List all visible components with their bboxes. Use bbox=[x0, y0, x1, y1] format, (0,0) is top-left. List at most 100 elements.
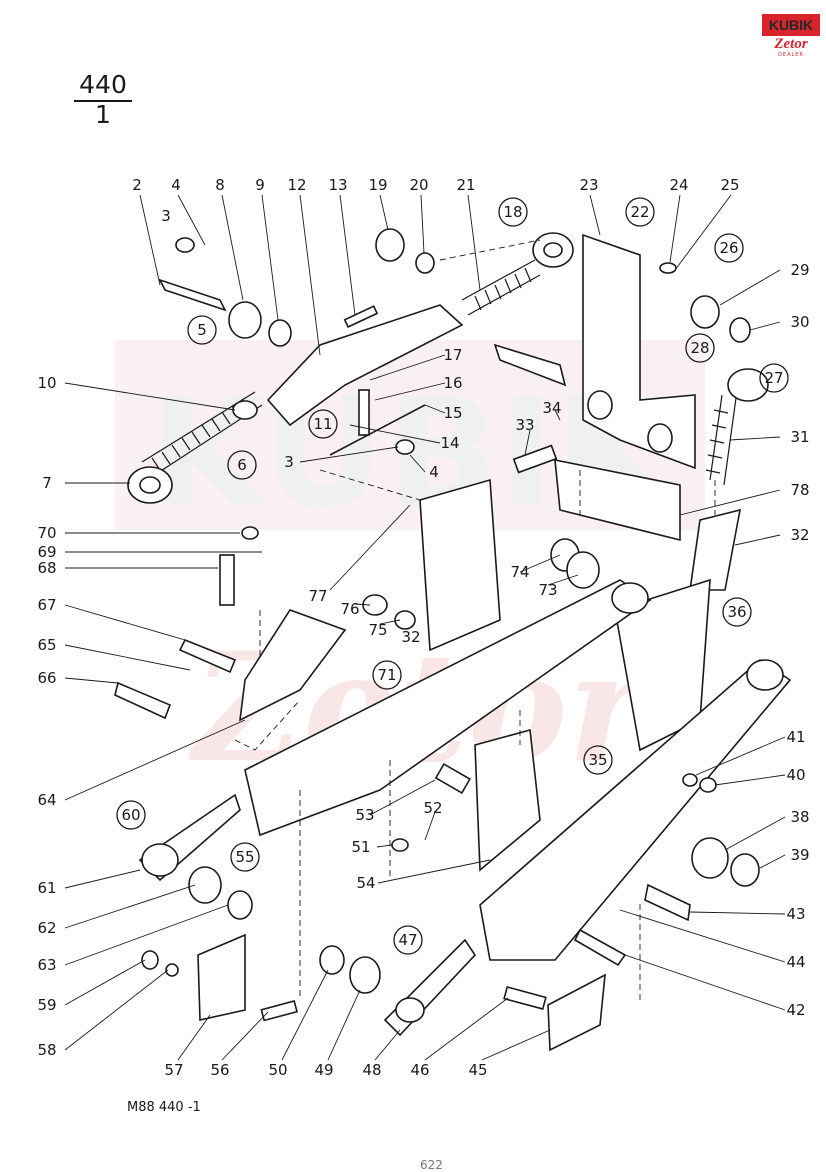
part-label: 33 bbox=[515, 416, 534, 434]
pin-67 bbox=[178, 638, 237, 674]
part-label: 4 bbox=[171, 176, 181, 194]
threaded-rod-right bbox=[461, 259, 541, 316]
label-circle bbox=[759, 363, 789, 393]
bracket-23 bbox=[493, 233, 769, 542]
bracket-64 bbox=[239, 609, 347, 722]
label-circle bbox=[722, 597, 752, 627]
left-lower-link bbox=[114, 478, 652, 1022]
rod-32 bbox=[689, 508, 742, 591]
drawing-code: M88 440 -1 bbox=[127, 1100, 201, 1115]
part-label: 24 bbox=[669, 176, 688, 194]
part-label: 34 bbox=[542, 399, 561, 417]
part-label: 16 bbox=[443, 374, 462, 392]
part-label: 78 bbox=[790, 481, 809, 499]
washer-58 bbox=[165, 963, 179, 977]
top-link-tube bbox=[266, 304, 464, 427]
label-circle bbox=[685, 333, 715, 363]
label-circle bbox=[393, 925, 423, 955]
circled-label-text: 18 bbox=[503, 203, 522, 221]
part-label: 57 bbox=[164, 1061, 183, 1079]
part-label: 31 bbox=[790, 428, 809, 446]
circled-label-text: 36 bbox=[727, 603, 746, 621]
part-label: 53 bbox=[355, 806, 374, 824]
spring-53 bbox=[434, 762, 471, 795]
ring-9 bbox=[268, 319, 292, 347]
part-label: 7 bbox=[42, 474, 52, 492]
link-35 bbox=[479, 658, 792, 961]
label-circle bbox=[227, 450, 257, 480]
part-label: 46 bbox=[410, 1061, 429, 1079]
nut-10 bbox=[232, 400, 258, 420]
part-label: 4 bbox=[429, 463, 439, 481]
ball-19 bbox=[375, 228, 405, 262]
ring-75 bbox=[394, 610, 416, 630]
part-label: 70 bbox=[37, 524, 56, 542]
circled-label-text: 27 bbox=[764, 369, 783, 387]
part-label: 44 bbox=[786, 953, 805, 971]
part-label: 25 bbox=[720, 176, 739, 194]
part-label: 54 bbox=[356, 874, 375, 892]
top-link-assembly bbox=[127, 228, 574, 504]
part-label: 32 bbox=[401, 628, 420, 646]
part-label: 32 bbox=[790, 526, 809, 544]
circled-label: 27 bbox=[759, 363, 789, 393]
circled-label-text: 28 bbox=[690, 339, 709, 357]
pin-2 bbox=[158, 278, 227, 312]
part-label: 9 bbox=[255, 176, 265, 194]
part-label: 15 bbox=[443, 404, 462, 422]
logo-zetor: Zetor bbox=[774, 36, 808, 52]
circled-label: 22 bbox=[625, 197, 655, 227]
ball-73 bbox=[566, 551, 600, 589]
part-label: 77 bbox=[308, 587, 327, 605]
circled-label: 5 bbox=[187, 315, 217, 345]
part-label: 52 bbox=[423, 799, 442, 817]
circled-label-text: 35 bbox=[588, 751, 607, 769]
circled-label-text: 22 bbox=[630, 203, 649, 221]
circled-label-text: 60 bbox=[121, 806, 140, 824]
ball-eye-27 bbox=[727, 368, 769, 402]
part-label: 63 bbox=[37, 956, 56, 974]
circled-label-text: 71 bbox=[377, 666, 396, 684]
part-label: 65 bbox=[37, 636, 56, 654]
ring-20 bbox=[415, 252, 435, 274]
plate-45 bbox=[547, 973, 606, 1052]
part-label: 8 bbox=[215, 176, 225, 194]
ball-29 bbox=[690, 295, 720, 329]
washer-41 bbox=[682, 773, 698, 787]
pin-43 bbox=[644, 883, 691, 922]
ring-3b bbox=[395, 439, 415, 455]
part-label: 3 bbox=[284, 453, 294, 471]
part-label: 45 bbox=[468, 1061, 487, 1079]
part-label: 12 bbox=[287, 176, 306, 194]
part-label: 61 bbox=[37, 879, 56, 897]
part-label: 14 bbox=[440, 434, 459, 452]
part-label: 74 bbox=[510, 563, 529, 581]
label-circle bbox=[308, 409, 338, 439]
link-71 bbox=[244, 579, 652, 837]
circled-label-text: 6 bbox=[237, 456, 247, 474]
part-label: 56 bbox=[210, 1061, 229, 1079]
ring-39 bbox=[730, 853, 760, 887]
part-label: 58 bbox=[37, 1041, 56, 1059]
circled-label: 47 bbox=[393, 925, 423, 955]
ball-8 bbox=[228, 301, 262, 339]
part-label: 67 bbox=[37, 596, 56, 614]
circled-label: 26 bbox=[714, 233, 744, 263]
ring-70 bbox=[241, 526, 259, 540]
part-label: 50 bbox=[268, 1061, 287, 1079]
right-lower-link bbox=[319, 508, 792, 1052]
washer-76 bbox=[362, 594, 388, 616]
circled-label: 11 bbox=[308, 409, 338, 439]
ball-49 bbox=[349, 956, 381, 994]
plate-57 bbox=[197, 933, 246, 1021]
clip-24 bbox=[659, 262, 677, 274]
circled-label: 18 bbox=[498, 197, 528, 227]
label-circle bbox=[583, 745, 613, 775]
part-label: 64 bbox=[37, 791, 56, 809]
label-circle bbox=[498, 197, 528, 227]
part-label: 73 bbox=[538, 581, 557, 599]
bracket-35 bbox=[474, 728, 541, 872]
label-circle bbox=[372, 660, 402, 690]
ball-38 bbox=[691, 837, 729, 879]
circled-label: 28 bbox=[685, 333, 715, 363]
